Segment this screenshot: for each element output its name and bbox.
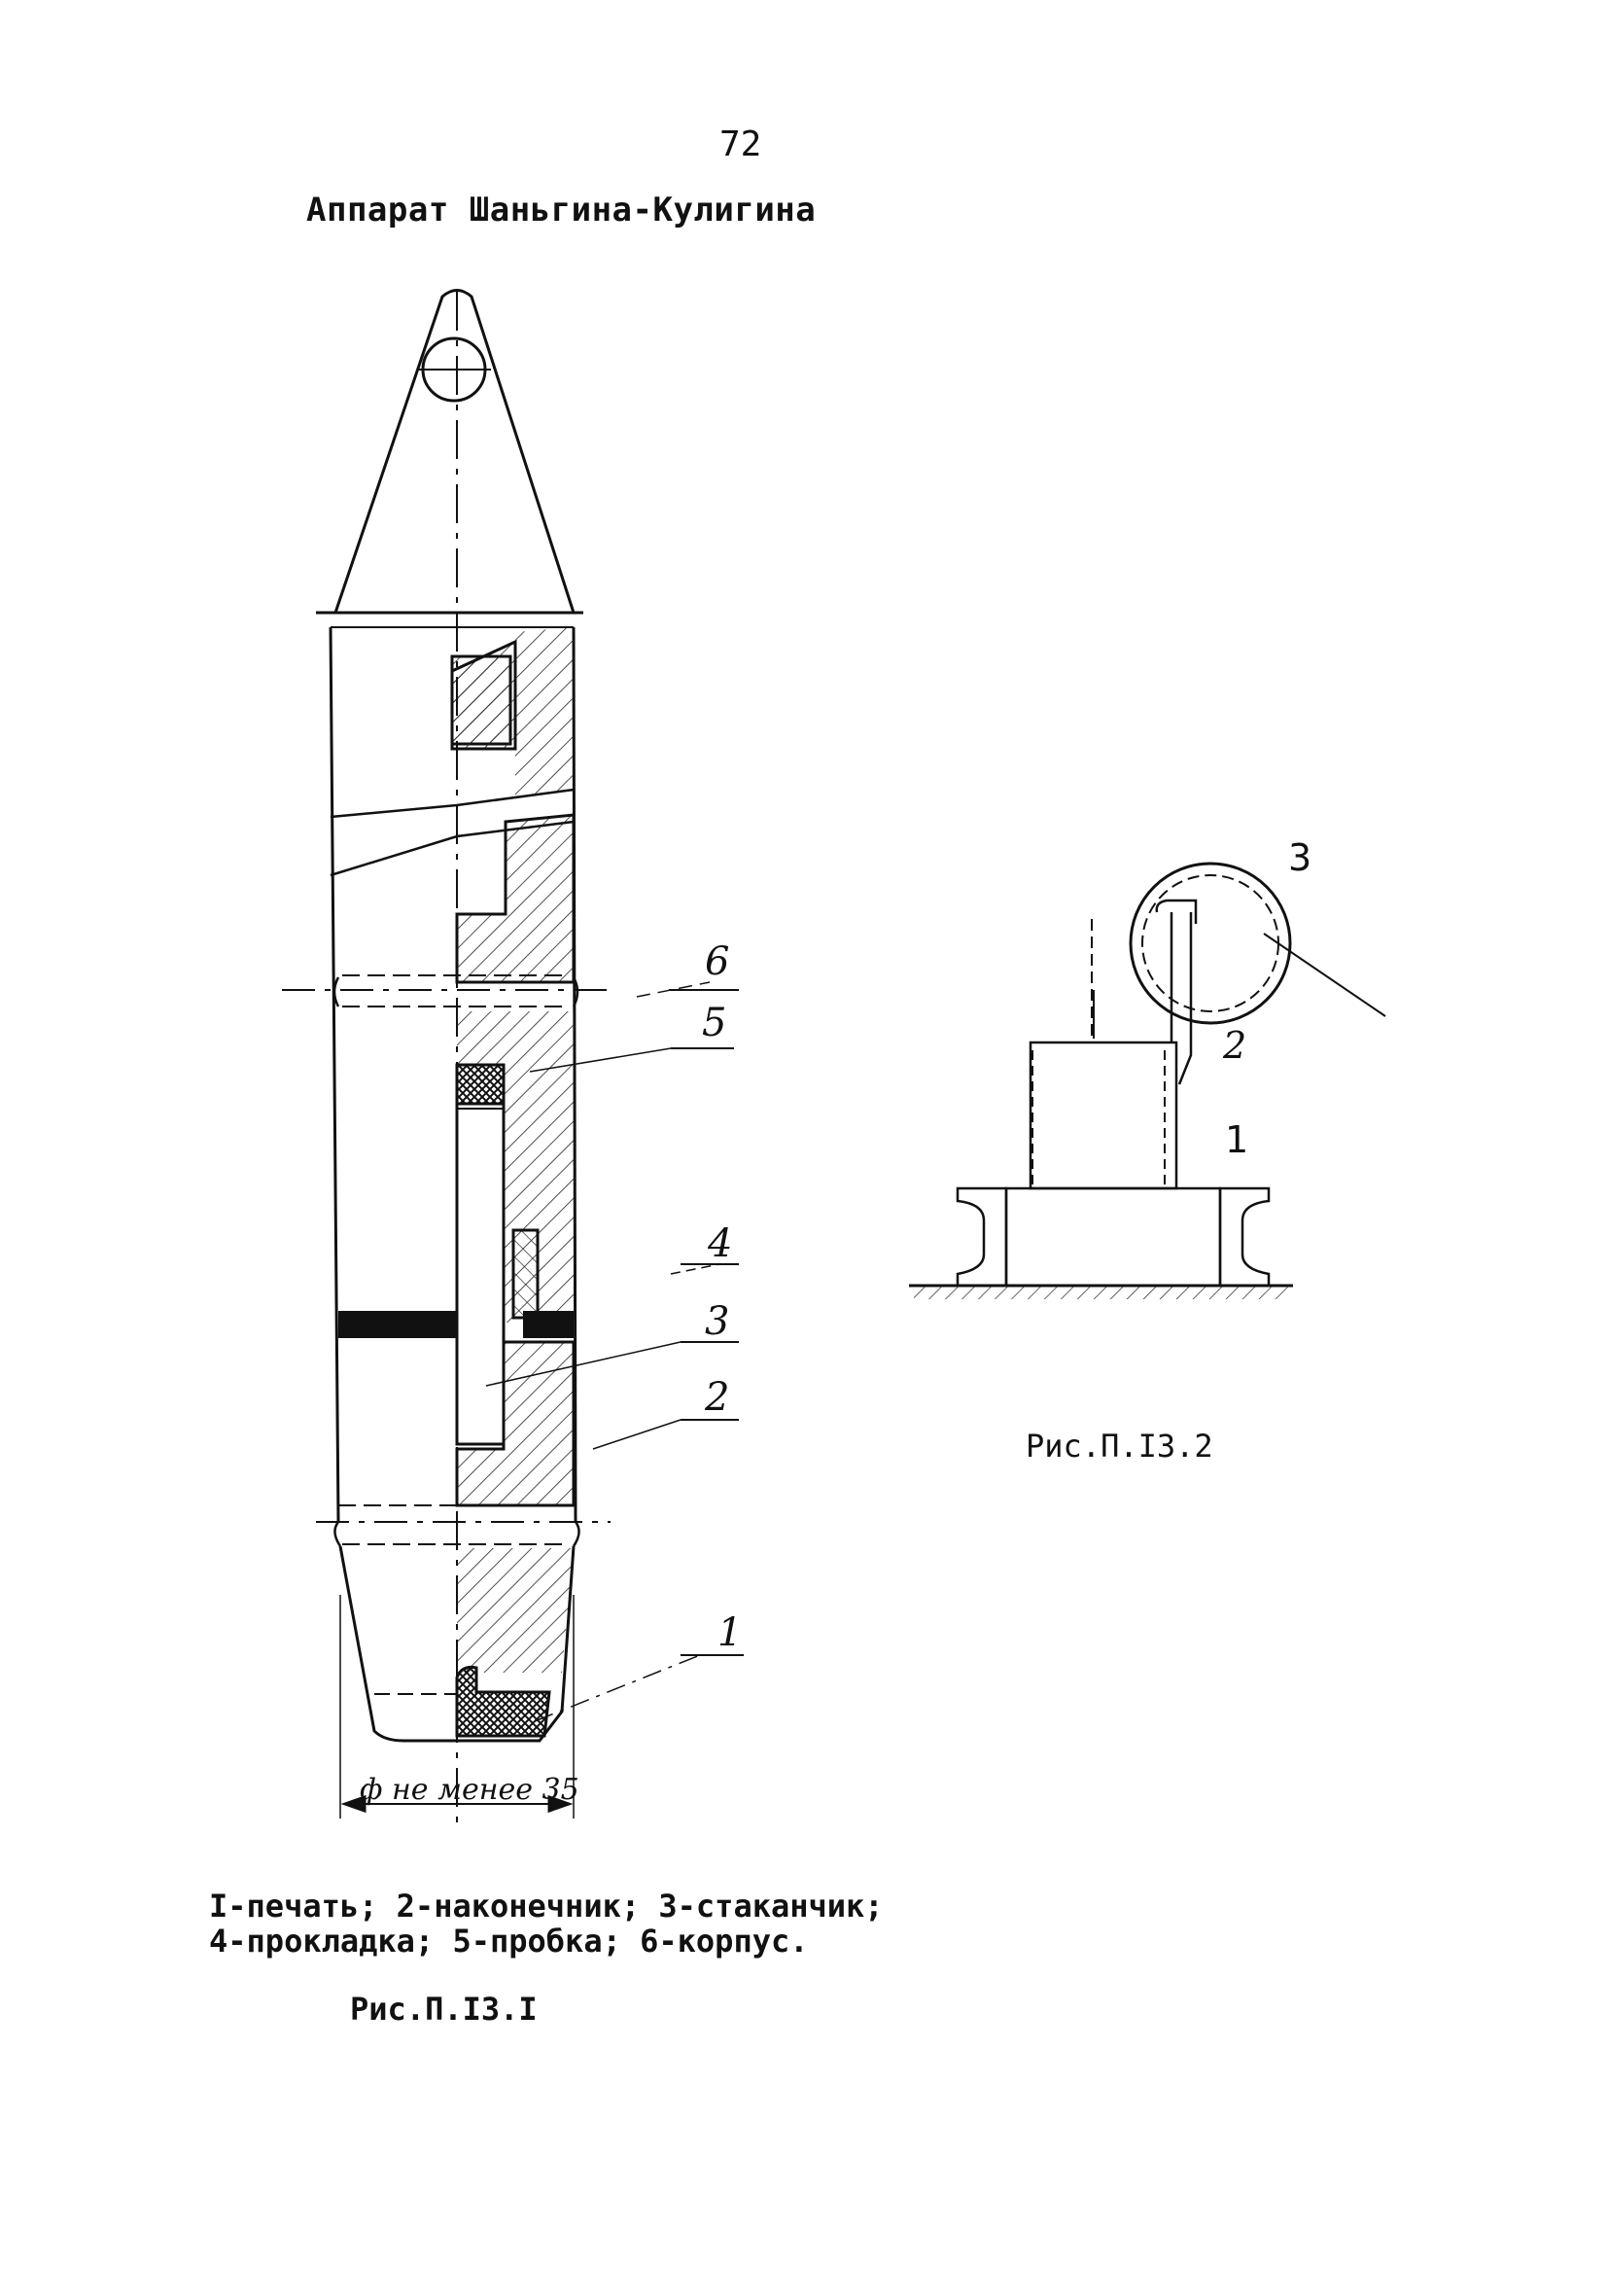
figure1-legend: I-печать; 2-наконечник; 3-стаканчик; 4-п… bbox=[209, 1889, 884, 1959]
callout-5: 5 bbox=[702, 1001, 726, 1045]
page-title: Аппарат Шаньгина-Кулигина bbox=[306, 191, 817, 230]
callout-1: 1 bbox=[717, 1610, 742, 1655]
fig2-callout-1: 1 bbox=[1225, 1118, 1248, 1161]
fig2-callout-2: 2 bbox=[1222, 1024, 1246, 1067]
figure2-caption: Рис.П.I3.2 bbox=[1026, 1428, 1213, 1465]
apparatus-body bbox=[282, 289, 744, 1828]
page-number: 72 bbox=[719, 124, 762, 164]
callout-6: 6 bbox=[705, 939, 729, 984]
legend-line-1: I-печать; 2-наконечник; 3-стаканчик; bbox=[209, 1888, 884, 1925]
callout-4: 4 bbox=[707, 1221, 732, 1266]
fig2-callout-3: 3 bbox=[1288, 836, 1311, 879]
callout-3: 3 bbox=[705, 1299, 729, 1344]
dimension-label: ф не менее 35 bbox=[360, 1773, 579, 1807]
figure2-drawing bbox=[909, 862, 1386, 1299]
legend-line-2: 4-прокладка; 5-пробка; 6-корпус. bbox=[209, 1923, 809, 1960]
callout-2: 2 bbox=[704, 1375, 729, 1420]
figure1-caption: Рис.П.I3.I bbox=[350, 1991, 538, 2028]
